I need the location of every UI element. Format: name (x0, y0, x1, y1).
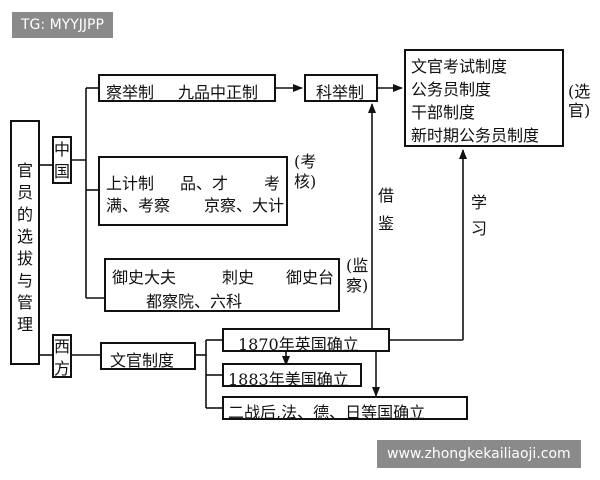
civil-service-box: 文官制度 (100, 342, 196, 370)
uk-label: 1870年英国确立 (238, 335, 359, 354)
root-box: 官员的选拔与管理 (10, 120, 40, 365)
modern-item-4: 新时期公务员制度 (411, 126, 540, 145)
kaohe-item-4: 满、考察 (106, 196, 171, 215)
jiancha-item-2: 刺史 (222, 268, 255, 287)
china-label: 中国 (53, 140, 70, 181)
jiupin-label: 九品中正制 (178, 83, 259, 102)
kaohe-box: 上计制 品、才 考 满、考察 京察、大计 (98, 156, 288, 226)
china-trunk (72, 88, 87, 298)
xuexi-label: 学习 (470, 193, 487, 238)
modern-item-2: 公务员制度 (411, 80, 492, 99)
west-label: 西方 (53, 337, 70, 378)
chaju-label: 察举制 (106, 83, 155, 102)
jiancha-item-1: 御史大夫 (112, 268, 177, 287)
modern-label: (选官) (568, 82, 591, 120)
modern-item-3: 干部制度 (411, 103, 476, 122)
us-label: 1883年美国确立 (228, 370, 349, 389)
west-box: 西方 (52, 334, 72, 378)
keju-box: 科举制 (304, 74, 378, 102)
postwar-box: 二战后,法、德、日等国确立 (222, 396, 468, 422)
civil-service-label: 文官制度 (110, 351, 175, 370)
kaohe-label: (考核) (294, 152, 317, 191)
kaohe-item-5: 京察、大计 (204, 196, 285, 215)
us-box: 1883年美国确立 (222, 363, 362, 389)
kaohe-item-2: 品、才 (180, 174, 229, 193)
chaju-box: 察举制 九品中正制 (98, 74, 276, 102)
jiancha-label: (监察) (346, 256, 369, 295)
jiejian-label: 借鉴 (377, 186, 394, 233)
uk-box: 1870年英国确立 (222, 328, 390, 354)
jiancha-item-4: 都察院、六科 (146, 292, 243, 311)
china-box: 中国 (52, 136, 72, 184)
jiancha-box: 御史大夫 刺史 御史台 都察院、六科 (104, 258, 340, 312)
watermark-bottom: www.zhongkekailiaoji.com (377, 440, 581, 468)
keju-label: 科举制 (316, 83, 365, 102)
postwar-label: 二战后,法、德、日等国确立 (228, 403, 426, 422)
jiancha-item-3: 御史台 (286, 268, 335, 287)
watermark-top: TG: MYYJJPP (12, 12, 113, 38)
modern-box: 文官考试制度 公务员制度 干部制度 新时期公务员制度 (404, 49, 564, 147)
kaohe-item-1: 上计制 (106, 174, 155, 193)
kaohe-item-3: 考 (264, 174, 281, 193)
root-label: 官员的选拔与管理 (16, 161, 33, 334)
modern-item-1: 文官考试制度 (411, 57, 508, 76)
